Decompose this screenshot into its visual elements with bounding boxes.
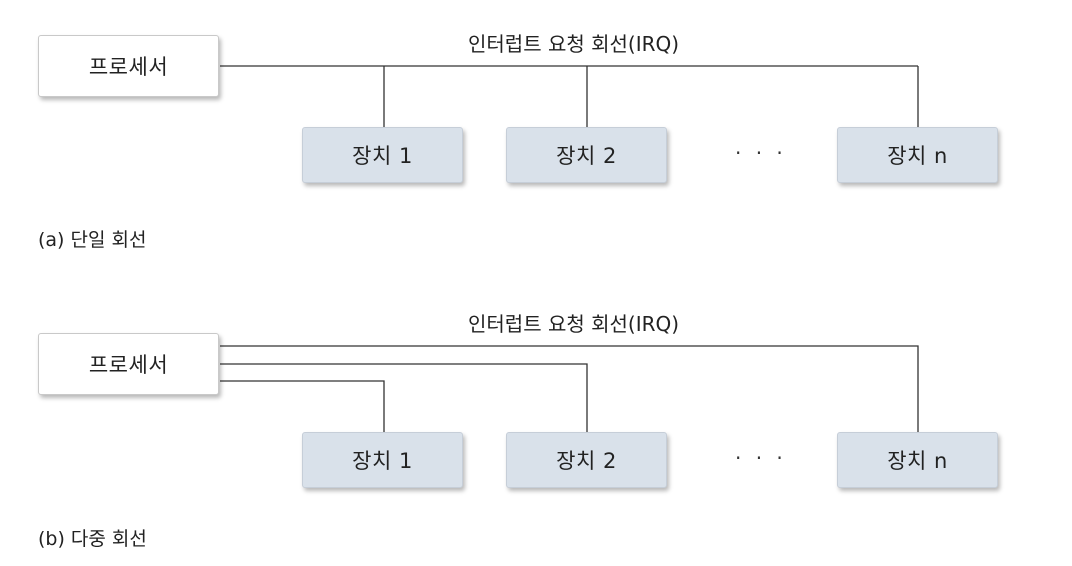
- device-label: 장치 2: [556, 144, 617, 168]
- multi-irq-line-device-2: [220, 363, 588, 433]
- device-label: 장치 1: [352, 144, 413, 168]
- device-box-2-single: 장치 2: [506, 127, 667, 183]
- ellipsis-multi: · · ·: [735, 446, 787, 470]
- device-box-n-single: 장치 n: [837, 127, 998, 183]
- device-label: 장치 2: [556, 449, 617, 473]
- bus-label-multi: 인터럽트 요청 회선(IRQ): [468, 312, 680, 336]
- device-label: 장치 n: [887, 449, 948, 473]
- caption-multi-line: (b) 다중 회선: [38, 528, 147, 550]
- device-box-2-multi: 장치 2: [506, 432, 667, 488]
- device-box-1-multi: 장치 1: [302, 432, 463, 488]
- processor-box-multi: 프로세서: [38, 333, 219, 395]
- processor-label: 프로세서: [88, 353, 169, 377]
- bus-label-single: 인터럽트 요청 회선(IRQ): [468, 32, 680, 56]
- device-box-n-multi: 장치 n: [837, 432, 998, 488]
- device-label: 장치 1: [352, 449, 413, 473]
- multi-irq-line-device-1: [220, 380, 385, 433]
- processor-box-single: 프로세서: [38, 35, 219, 97]
- multi-irq-line-device-n: [220, 345, 919, 433]
- ellipsis-single: · · ·: [735, 141, 787, 165]
- caption-single-line: (a) 단일 회선: [38, 229, 147, 251]
- processor-label: 프로세서: [88, 55, 169, 79]
- device-box-1-single: 장치 1: [302, 127, 463, 183]
- device-label: 장치 n: [887, 144, 948, 168]
